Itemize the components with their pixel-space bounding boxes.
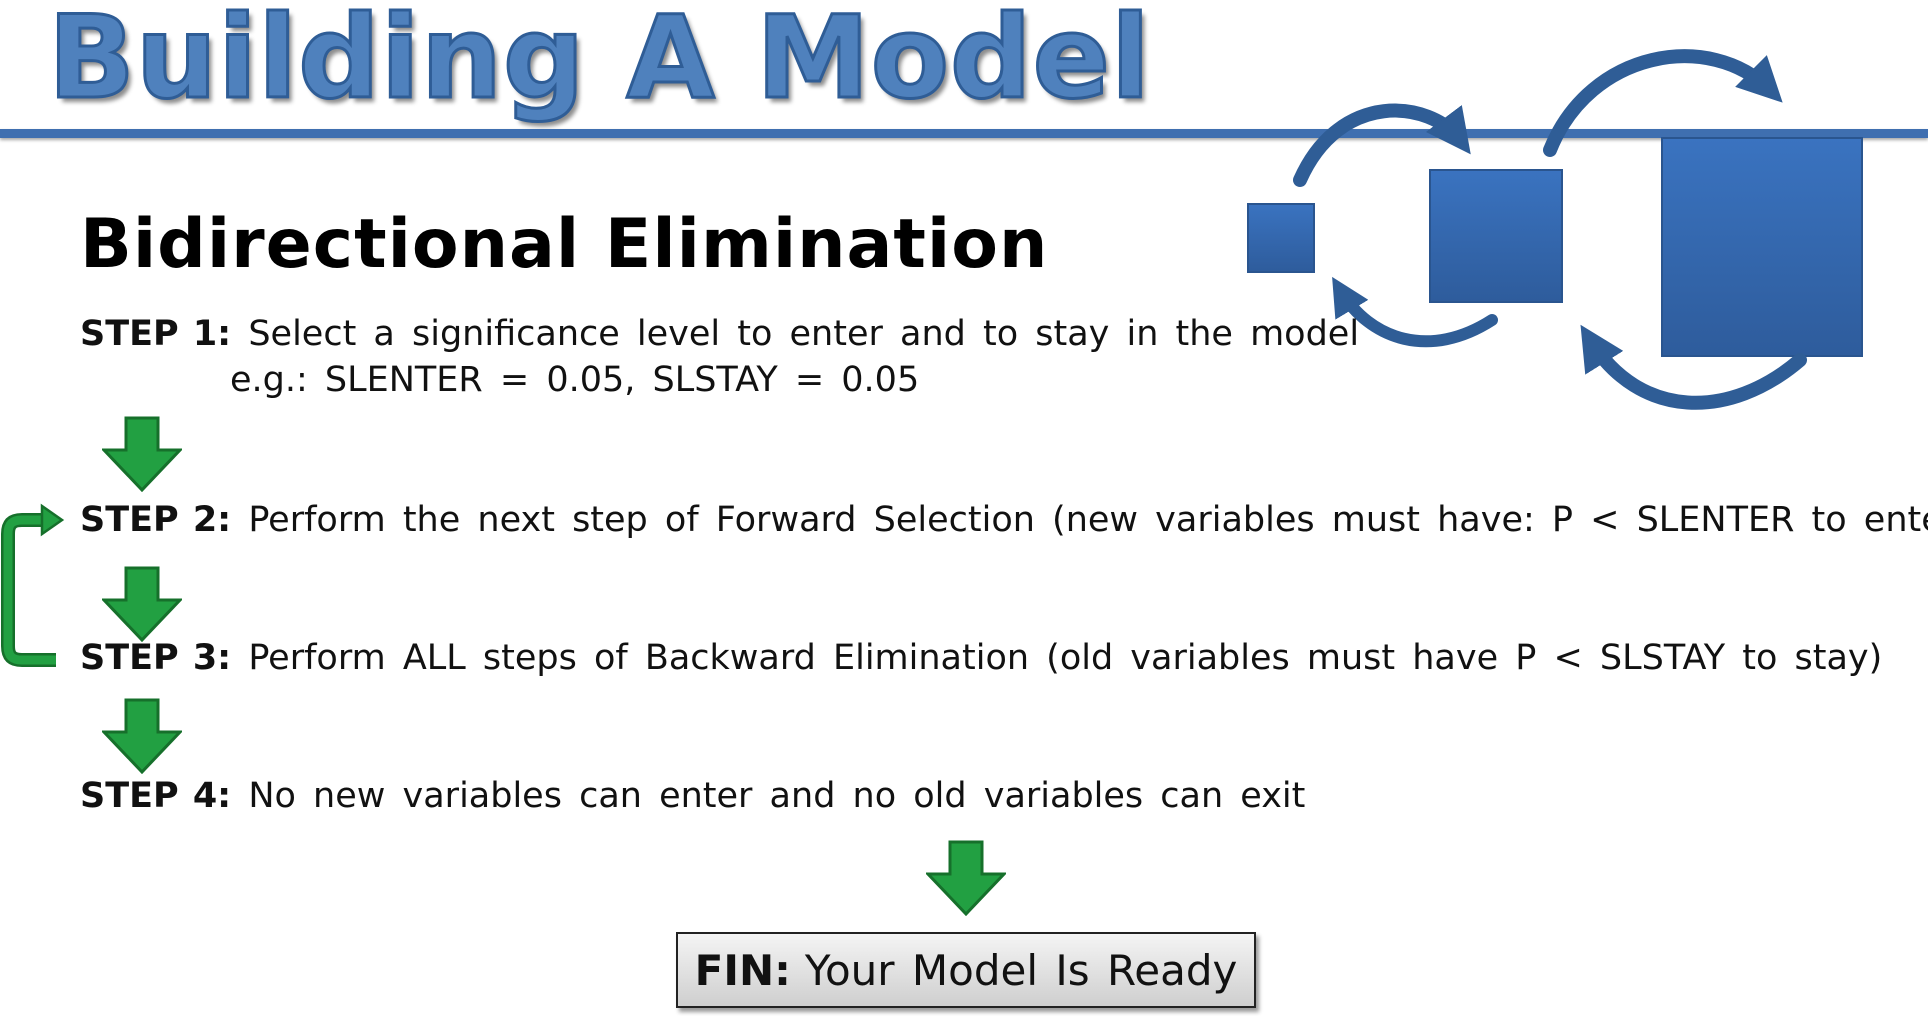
step-1-example: e.g.: SLENTER = 0.05, SLSTAY = 0.05 [230,360,920,400]
curved-arrow-icon [1543,49,1783,157]
medium-square-icon [1429,169,1563,303]
title-divider [0,129,1928,138]
fin-label: FIN: [694,945,791,995]
step-4-label: STEP 4: [80,776,232,816]
step-4: STEP 4: No new variables can enter and n… [80,776,1305,816]
down-arrow-icon [102,698,182,774]
step-3-text: Perform ALL steps of Backward Eliminatio… [248,638,1883,678]
model-growth-graphic [1247,49,1863,410]
step-2-text: Perform the next step of Forward Selecti… [248,500,1928,540]
step-3-label: STEP 3: [80,638,232,678]
small-square-icon [1247,203,1315,273]
fin-text: Your Model Is Ready [804,945,1238,995]
page-title: Building A Model [46,0,1152,125]
step-2: STEP 2: Perform the next step of Forward… [80,500,1928,540]
section-heading: Bidirectional Elimination [80,205,1049,284]
down-arrow-icon [926,840,1006,916]
step-1: STEP 1: Select a significance level to e… [80,314,1359,354]
loop-arrow-icon [1,503,65,667]
step-1-text: Select a significance level to enter and… [248,314,1360,354]
large-square-icon [1661,137,1863,357]
curved-arrow-icon [1293,103,1471,187]
step-1-label: STEP 1: [80,314,232,354]
down-arrow-icon [102,566,182,642]
fin-box: FIN: Your Model Is Ready [676,932,1256,1008]
step-4-text: No new variables can enter and no old va… [248,776,1306,816]
step-2-label: STEP 2: [80,500,232,540]
down-arrow-icon [102,416,182,492]
curved-arrow-icon [1332,276,1498,348]
step-3: STEP 3: Perform ALL steps of Backward El… [80,638,1882,678]
curved-arrow-icon [1580,324,1807,410]
